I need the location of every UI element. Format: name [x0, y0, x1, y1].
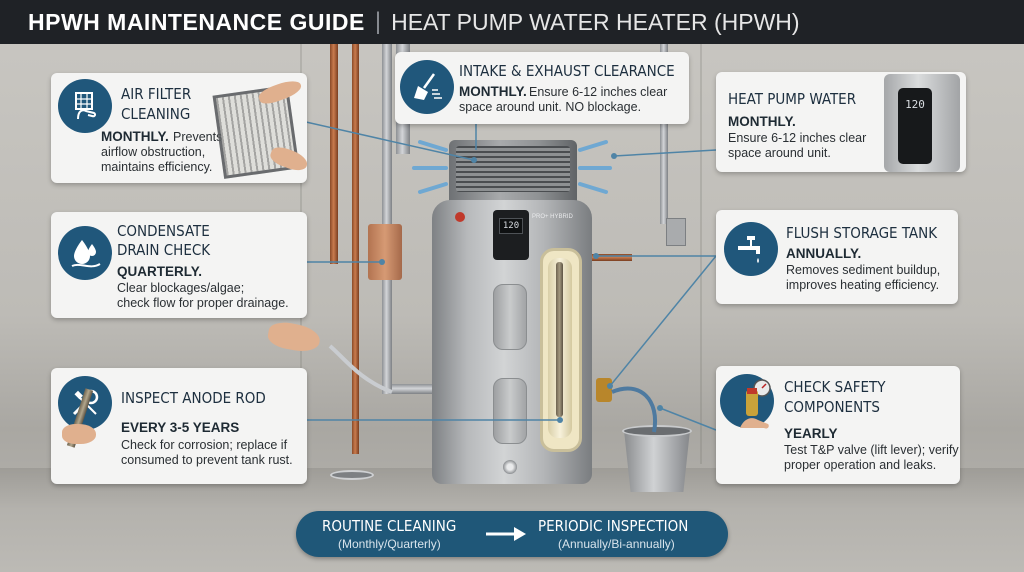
card-description: Ensure 6-12 inches clear [728, 131, 867, 145]
arrow-right-icon [486, 527, 526, 541]
card-title: CONDENSATE [117, 222, 210, 240]
card-title: DRAIN CHECK [117, 241, 211, 259]
card-description: airflow obstruction, [101, 145, 206, 159]
card-frequency: YEARLY [784, 426, 838, 441]
card-frequency: EVERY 3-5 YEARS [121, 420, 240, 435]
upper-access-panel [493, 284, 527, 350]
card-description: maintains efficiency. [101, 160, 213, 174]
air-intake-grille [456, 146, 570, 192]
card-anode-rod: INSPECT ANODE ROD EVERY 3-5 YEARS Check … [51, 368, 307, 484]
pressure-gauge-image [740, 379, 771, 429]
card-description: Test T&P valve (lift lever); verify [784, 443, 959, 457]
copper-pipe [592, 254, 632, 261]
water-drop-icon [58, 226, 112, 280]
pvc-pipe [382, 44, 392, 394]
thermostat-display: 120 [905, 98, 925, 111]
card-title: FLUSH STORAGE TANK [786, 224, 938, 242]
card-frequency: MONTHLY. [459, 84, 527, 99]
card-title: HEAT PUMP WATER [728, 90, 857, 108]
thermostat-screen [898, 88, 932, 164]
card-frequency: QUARTERLY. [117, 264, 203, 279]
copper-pipe [352, 44, 359, 454]
card-title: AIR FILTER [121, 85, 192, 103]
tp-valve [596, 378, 612, 402]
card-description: Clear blockages/algae; [117, 281, 245, 295]
card-intake-exhaust: INTAKE & EXHAUST CLEARANCE MONTHLY. Ensu… [395, 52, 689, 124]
bucket-rim [622, 425, 692, 437]
card-frequency: MONTHLY. [101, 129, 169, 144]
card-description: consumed to prevent tank rust. [121, 453, 293, 467]
page-subtitle: HEAT PUMP WATER HEATER (HPWH) [391, 8, 800, 35]
card-description: Ensure 6-12 inches clear [529, 85, 668, 99]
wall-seam [700, 44, 702, 464]
brand-logo [455, 212, 465, 222]
card-title: CLEANING [121, 105, 191, 123]
banner-periodic-subtitle: (Annually/Bi-annually) [558, 537, 675, 551]
hand-image [62, 424, 96, 444]
title-divider: | [374, 8, 382, 35]
faucet-icon [724, 222, 778, 276]
card-title: INSPECT ANODE ROD [121, 389, 266, 407]
banner-routine-subtitle: (Monthly/Quarterly) [338, 537, 441, 551]
card-description: Prevents [173, 130, 223, 144]
card-frequency: ANNUALLY. [786, 246, 862, 261]
electrical-box [666, 218, 686, 246]
card-description: improves heating efficiency. [786, 278, 940, 292]
card-description: check flow for proper drainage. [117, 296, 289, 310]
drain-valve [503, 460, 517, 474]
card-description: Removes sediment buildup, [786, 263, 941, 277]
banner-routine-title: ROUTINE CLEANING [322, 517, 457, 535]
card-condensate: CONDENSATE DRAIN CHECK QUARTERLY. Clear … [51, 212, 307, 318]
pvc-pipe [392, 384, 432, 394]
hand-image [266, 319, 322, 355]
card-description: space around unit. [728, 146, 831, 160]
card-description: proper operation and leaks. [784, 458, 937, 472]
header-bar: HPWH MAINTENANCE GUIDE | HEAT PUMP WATER… [0, 0, 1024, 44]
copper-pipe [330, 44, 338, 264]
card-title: CHECK SAFETY [784, 378, 886, 396]
card-frequency: MONTHLY. [728, 114, 796, 129]
banner-periodic-title: PERIODIC INSPECTION [538, 517, 689, 535]
hand-filter-icon [58, 79, 112, 133]
floor-drain [330, 470, 374, 480]
drain-bucket [624, 430, 690, 492]
control-display: 120 [499, 218, 523, 234]
broom-icon [400, 60, 454, 114]
card-title: INTAKE & EXHAUST CLEARANCE [459, 62, 675, 80]
page-title: HPWH MAINTENANCE GUIDE [28, 8, 365, 35]
card-title: COMPONENTS [784, 398, 880, 416]
junction-box [368, 224, 402, 280]
conduit-pipe [660, 44, 668, 224]
model-label: PRO+ HYBRID [532, 214, 573, 220]
card-flush-tank: FLUSH STORAGE TANK ANNUALLY. Removes sed… [716, 210, 958, 304]
card-description: Check for corrosion; replace if [121, 438, 288, 452]
lower-access-panel [493, 378, 527, 444]
anode-rod [556, 262, 563, 417]
card-description: space around unit. NO blockage. [459, 100, 642, 114]
